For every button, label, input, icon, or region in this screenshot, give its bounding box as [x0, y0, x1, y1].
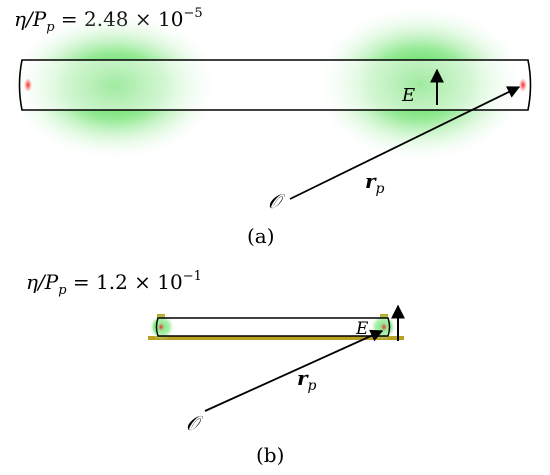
panel-a-field-label: E: [401, 85, 415, 106]
panel-b-hotspot-left: [158, 323, 164, 331]
panel-a-hotspot-right: [519, 78, 527, 92]
panel-b-caption: (b): [256, 443, 284, 467]
panel-a-caption: (a): [247, 224, 275, 248]
panel-a-origin-label: 𝒪: [268, 189, 286, 213]
panel-b-plate: [148, 336, 404, 340]
panel-a-position-vector: [289, 86, 521, 200]
panel-a-waveguide: [18, 59, 532, 111]
panel-b-waveguide: [155, 317, 391, 337]
panel-b-ratio: η/Pp = 1.2 × 10−1: [26, 269, 202, 298]
panel-a-hotspot-left: [24, 78, 32, 92]
panel-b-hotspot-right: [381, 323, 387, 331]
panel-b: η/Pp = 1.2 × 10−1 E 𝒪 rp (b): [26, 269, 405, 467]
panel-b-vector-label: rp: [297, 366, 317, 394]
panel-a: η/Pp = 2.48 × 10−5 E 𝒪 rp (a): [5, 4, 532, 248]
panel-b-position-vector: [204, 329, 384, 412]
panel-a-vector-label: rp: [365, 169, 385, 197]
panel-b-field-label: E: [355, 319, 369, 339]
panel-b-origin-label: 𝒪: [186, 411, 204, 435]
